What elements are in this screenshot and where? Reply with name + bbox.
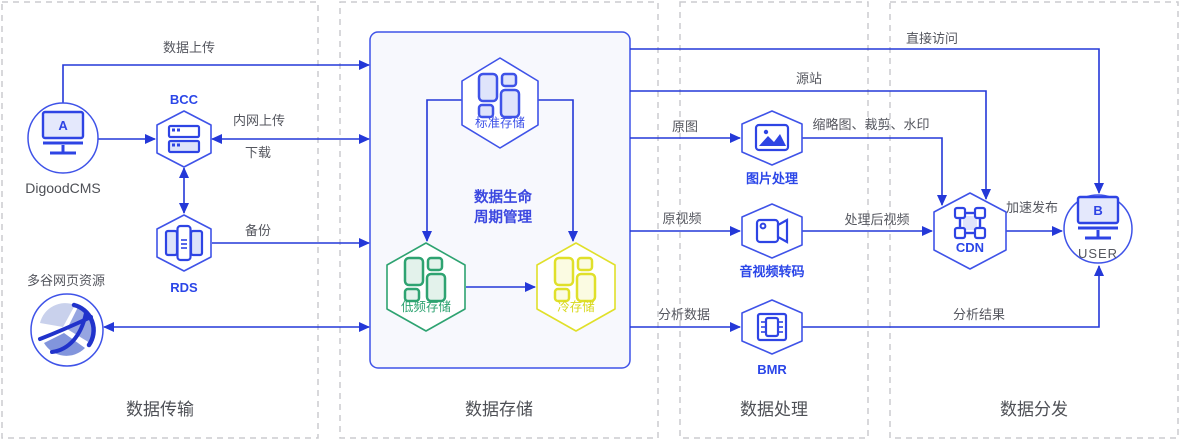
lifecycle-label-line2: 周期管理 [474,208,532,226]
section-box-transmission [1,1,319,439]
edge-label-intranet-upload: 内网上传 [233,113,285,128]
rds-node: RDS [156,214,212,295]
bcc-hexagon [156,110,212,168]
object-storage-icon-yellow [553,256,597,303]
section-label-transmission: 数据传输 [126,400,194,419]
standard-storage-label: 标准存储 [475,115,525,130]
edge-standard-to-cold [538,99,578,242]
section-label-storage: 数据存储 [465,400,533,419]
edge-thumb-crop-watermark [802,137,947,206]
lifecycle-label-line1: 数据生命 [474,188,532,206]
monitor-icon-user: B [1076,195,1120,240]
section-box-storage [339,1,659,439]
monitor-icon: A [41,110,85,155]
av-transcoding-node: 音视频转码 [739,203,805,279]
edge-label-analysis-data: 分析数据 [658,307,710,322]
cdn-network-icon [953,206,987,240]
edge-label-analysis-result: 分析结果 [953,307,1005,322]
edge-label-original-image: 原图 [672,119,698,134]
object-storage-icon-green [403,256,447,303]
av-transcoding-label: 音视频转码 [739,264,804,279]
infrequent-storage-label: 低频存储 [401,299,451,314]
user-node: B USER [1063,194,1133,264]
bcc-node: BCC [156,92,212,168]
web-resource-node: 多谷网页资源 [27,273,105,367]
cdn-hexagon [933,192,1007,270]
rds-label: RDS [170,280,198,295]
bmr-node: BMR [741,299,803,377]
image-processing-label: 图片处理 [746,171,798,186]
standard-storage-node: 标准存储 [461,57,539,149]
server-icon [167,124,201,154]
database-icon [164,224,204,262]
edge-label-download: 下载 [245,145,271,160]
chip-icon [756,312,788,342]
edge-label-direct-access: 直接访问 [906,31,958,46]
edge-label-backup: 备份 [245,223,271,238]
user-label: USER [1078,246,1118,261]
object-storage-icon [477,72,521,119]
video-camera-icon [755,218,789,244]
web-resource-label: 多谷网页资源 [27,273,105,288]
digoodcms-node: A DigoodCMS [25,102,101,196]
edge-standard-to-infrequent [422,99,462,242]
edge-label-thumb-crop-watermark: 缩略图、裁剪、水印 [812,117,929,132]
web-resource-globe-icon [38,302,96,356]
edge-label-origin-site: 源站 [796,71,822,86]
section-label-distribution: 数据分发 [1000,400,1068,419]
cdn-label: CDN [956,240,984,255]
infrequent-storage-node: 低频存储 [386,242,466,332]
cold-storage-label: 冷存储 [557,299,595,314]
edge-label-processed-video: 处理后视频 [844,212,909,227]
edge-label-accelerated-publish: 加速发布 [1006,200,1058,215]
cdn-node: CDN [933,192,1007,270]
edge-data-upload [62,60,370,103]
section-label-processing: 数据处理 [740,400,808,419]
edge-analysis-result [802,265,1104,328]
edge-origin-site [630,90,991,200]
section-box-processing [679,1,869,439]
bmr-label: BMR [757,362,787,377]
image-icon [754,123,790,152]
digoodcms-label: DigoodCMS [25,180,100,196]
edge-label-data-upload: 数据上传 [163,40,215,55]
edge-label-original-video: 原视频 [662,211,701,226]
image-processing-node: 图片处理 [741,110,803,186]
cold-storage-node: 冷存储 [536,242,616,332]
svg-text:A: A [58,118,68,133]
edge-direct-access [630,48,1104,194]
section-box-distribution [889,1,1179,439]
bcc-label: BCC [170,92,199,107]
svg-text:B: B [1093,203,1102,218]
